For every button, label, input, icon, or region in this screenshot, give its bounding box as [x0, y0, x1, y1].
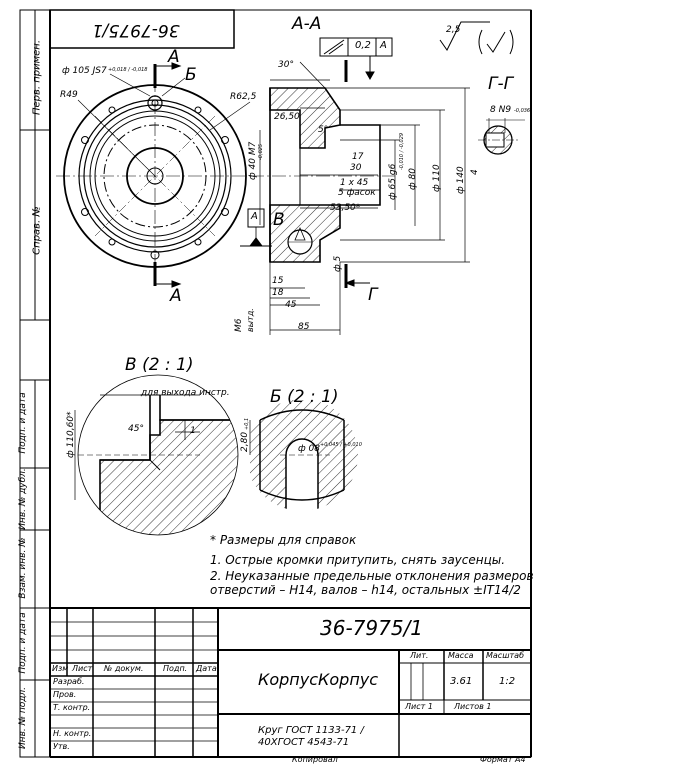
note-2a: 2. Неуказанные предельные отклонения раз…: [210, 569, 534, 583]
dim-280: 2,80: [240, 431, 250, 452]
section-gg-view: [478, 118, 525, 155]
detail-view-v: [74, 374, 239, 536]
dim-280-tol: +0,1: [244, 417, 250, 430]
side-top-code: 36-7975/1: [92, 20, 180, 40]
sheet-count: Листов 1: [454, 702, 492, 711]
dim-5deg: 5°: [318, 125, 329, 135]
col-podp: Подп.: [163, 664, 188, 673]
dim-d105: ф 105 JS7: [62, 66, 107, 76]
front-view: [56, 73, 254, 275]
side-podp-data-1: Подп. и дата: [18, 392, 28, 454]
roughness-symbol-icon: [439, 21, 514, 55]
dim-d80: ф 80: [408, 167, 418, 190]
dim-d110: ф 110: [432, 164, 442, 192]
row-n-kontr: Н. контр.: [53, 729, 92, 738]
lit-header: Лит.: [410, 651, 429, 660]
dim-30deg: 30°: [278, 60, 294, 70]
note-1: 1. Острые кромки притупить, снять заусен…: [210, 553, 506, 567]
mass-header: Масса: [448, 651, 474, 660]
dim-d40-tol: -0,025: [258, 143, 264, 160]
dim-hole4: 4: [470, 169, 480, 175]
sheet-number: Лист 1: [405, 702, 433, 711]
scale-header: Масштаб: [486, 651, 525, 660]
side-vzam-inv: Взам. инв. №: [18, 537, 28, 599]
dim-1: 1: [190, 426, 196, 436]
sheet-frame: [19, 9, 532, 758]
dim-m6: М6: [234, 318, 244, 333]
dim-r49: R49: [60, 90, 78, 100]
side-inv-dubl: Инв. № дубл.: [18, 468, 28, 530]
side-sprav-no: Справ. №: [31, 206, 43, 255]
dim-n9-tol: -0,036: [514, 108, 531, 114]
part-name: КорпусКорпус: [258, 670, 379, 689]
scale-value: 1:2: [499, 676, 516, 687]
material-2: 40ХГОСТ 4543-71: [258, 737, 350, 748]
tolerance-value: 0,2: [355, 40, 371, 51]
section-aa-title: А-А: [292, 14, 322, 34]
view-v-title: В (2 : 1): [125, 355, 194, 375]
note-ref: * Размеры для справок: [210, 533, 357, 547]
view-b-title: Б (2 : 1): [270, 387, 339, 407]
base-mark: А: [251, 211, 258, 222]
side-perv-primen: Перв. примен.: [31, 39, 43, 116]
dim-d105-tol: +0,018 / -0,018: [108, 67, 148, 73]
tolerance-base: А: [380, 40, 387, 51]
dim-30: 30: [350, 163, 362, 173]
col-data: Дата: [196, 664, 217, 673]
dim-85: 85: [298, 322, 310, 332]
dim-chamfer-count: 5 фасок: [338, 188, 376, 198]
marker-g: Г: [368, 285, 378, 305]
side-podp-data-2: Подп. и дата: [18, 612, 28, 674]
section-gg-title: Г-Г: [488, 74, 514, 94]
dim-45: 45: [285, 300, 297, 310]
col-dokum: № докум.: [104, 664, 144, 673]
designation: 36-7975/1: [320, 616, 424, 640]
marker-a-bottom: А: [170, 286, 182, 306]
detail-view-b: [249, 400, 358, 510]
dim-26: 26,50: [274, 112, 300, 122]
col-izm: Изм: [52, 664, 69, 673]
dim-r62: R62,5: [230, 92, 257, 102]
marker-b: Б: [185, 65, 197, 85]
note-tool-exit: для выхода инстр.: [141, 388, 230, 398]
col-list: Лист: [72, 664, 93, 673]
row-t-kontr: Т. контр.: [53, 703, 91, 712]
side-inv-podl: Инв. № подл.: [18, 686, 28, 750]
dim-vytd: вытд.: [246, 308, 255, 332]
dim-17: 17: [352, 152, 364, 162]
dim-d8: ф 08: [298, 444, 321, 454]
dim-n9: 8 N9: [490, 105, 512, 115]
row-prov: Пров.: [53, 690, 77, 699]
marker-v: В: [273, 210, 285, 230]
format-label: Формат А4: [480, 755, 526, 764]
material-1: Круг ГОСТ 1133-71 /: [258, 725, 364, 736]
row-razrab: Разраб.: [53, 677, 85, 686]
dim-53: 53,50*: [330, 203, 361, 213]
dim-45deg: 45°: [128, 424, 144, 434]
dim-d65: ф 65 g6: [388, 163, 398, 200]
dim-d40: ф 40 М7: [248, 141, 258, 180]
dim-15: 15: [272, 276, 284, 286]
row-utv: Утв.: [53, 742, 70, 751]
dim-chamfer: 1 х 45: [340, 178, 369, 188]
dim-d65-tol: -0,010 / -0,029: [399, 132, 405, 170]
tolerance-frame: [319, 37, 393, 81]
section-a-markers: [153, 62, 182, 288]
dim-d110-60: ф 110,60*: [66, 411, 76, 458]
section-aa-markers: [240, 60, 370, 288]
roughness-value: 2,5: [446, 25, 461, 35]
note-2b: отверстий – Н14, валов – h14, остальных …: [210, 583, 521, 597]
dim-18: 18: [272, 288, 284, 298]
dim-d5: ф 5: [333, 255, 343, 272]
copied-label: Копировал: [292, 755, 338, 764]
dim-d140: ф 140: [456, 166, 466, 194]
dim-d8-tol: +0,045 / +0,010: [320, 442, 362, 448]
mass-value: 3.61: [450, 676, 473, 687]
marker-a-top: А: [168, 47, 180, 67]
title-block-grid: [50, 607, 531, 757]
section-aa-view: [250, 61, 470, 335]
